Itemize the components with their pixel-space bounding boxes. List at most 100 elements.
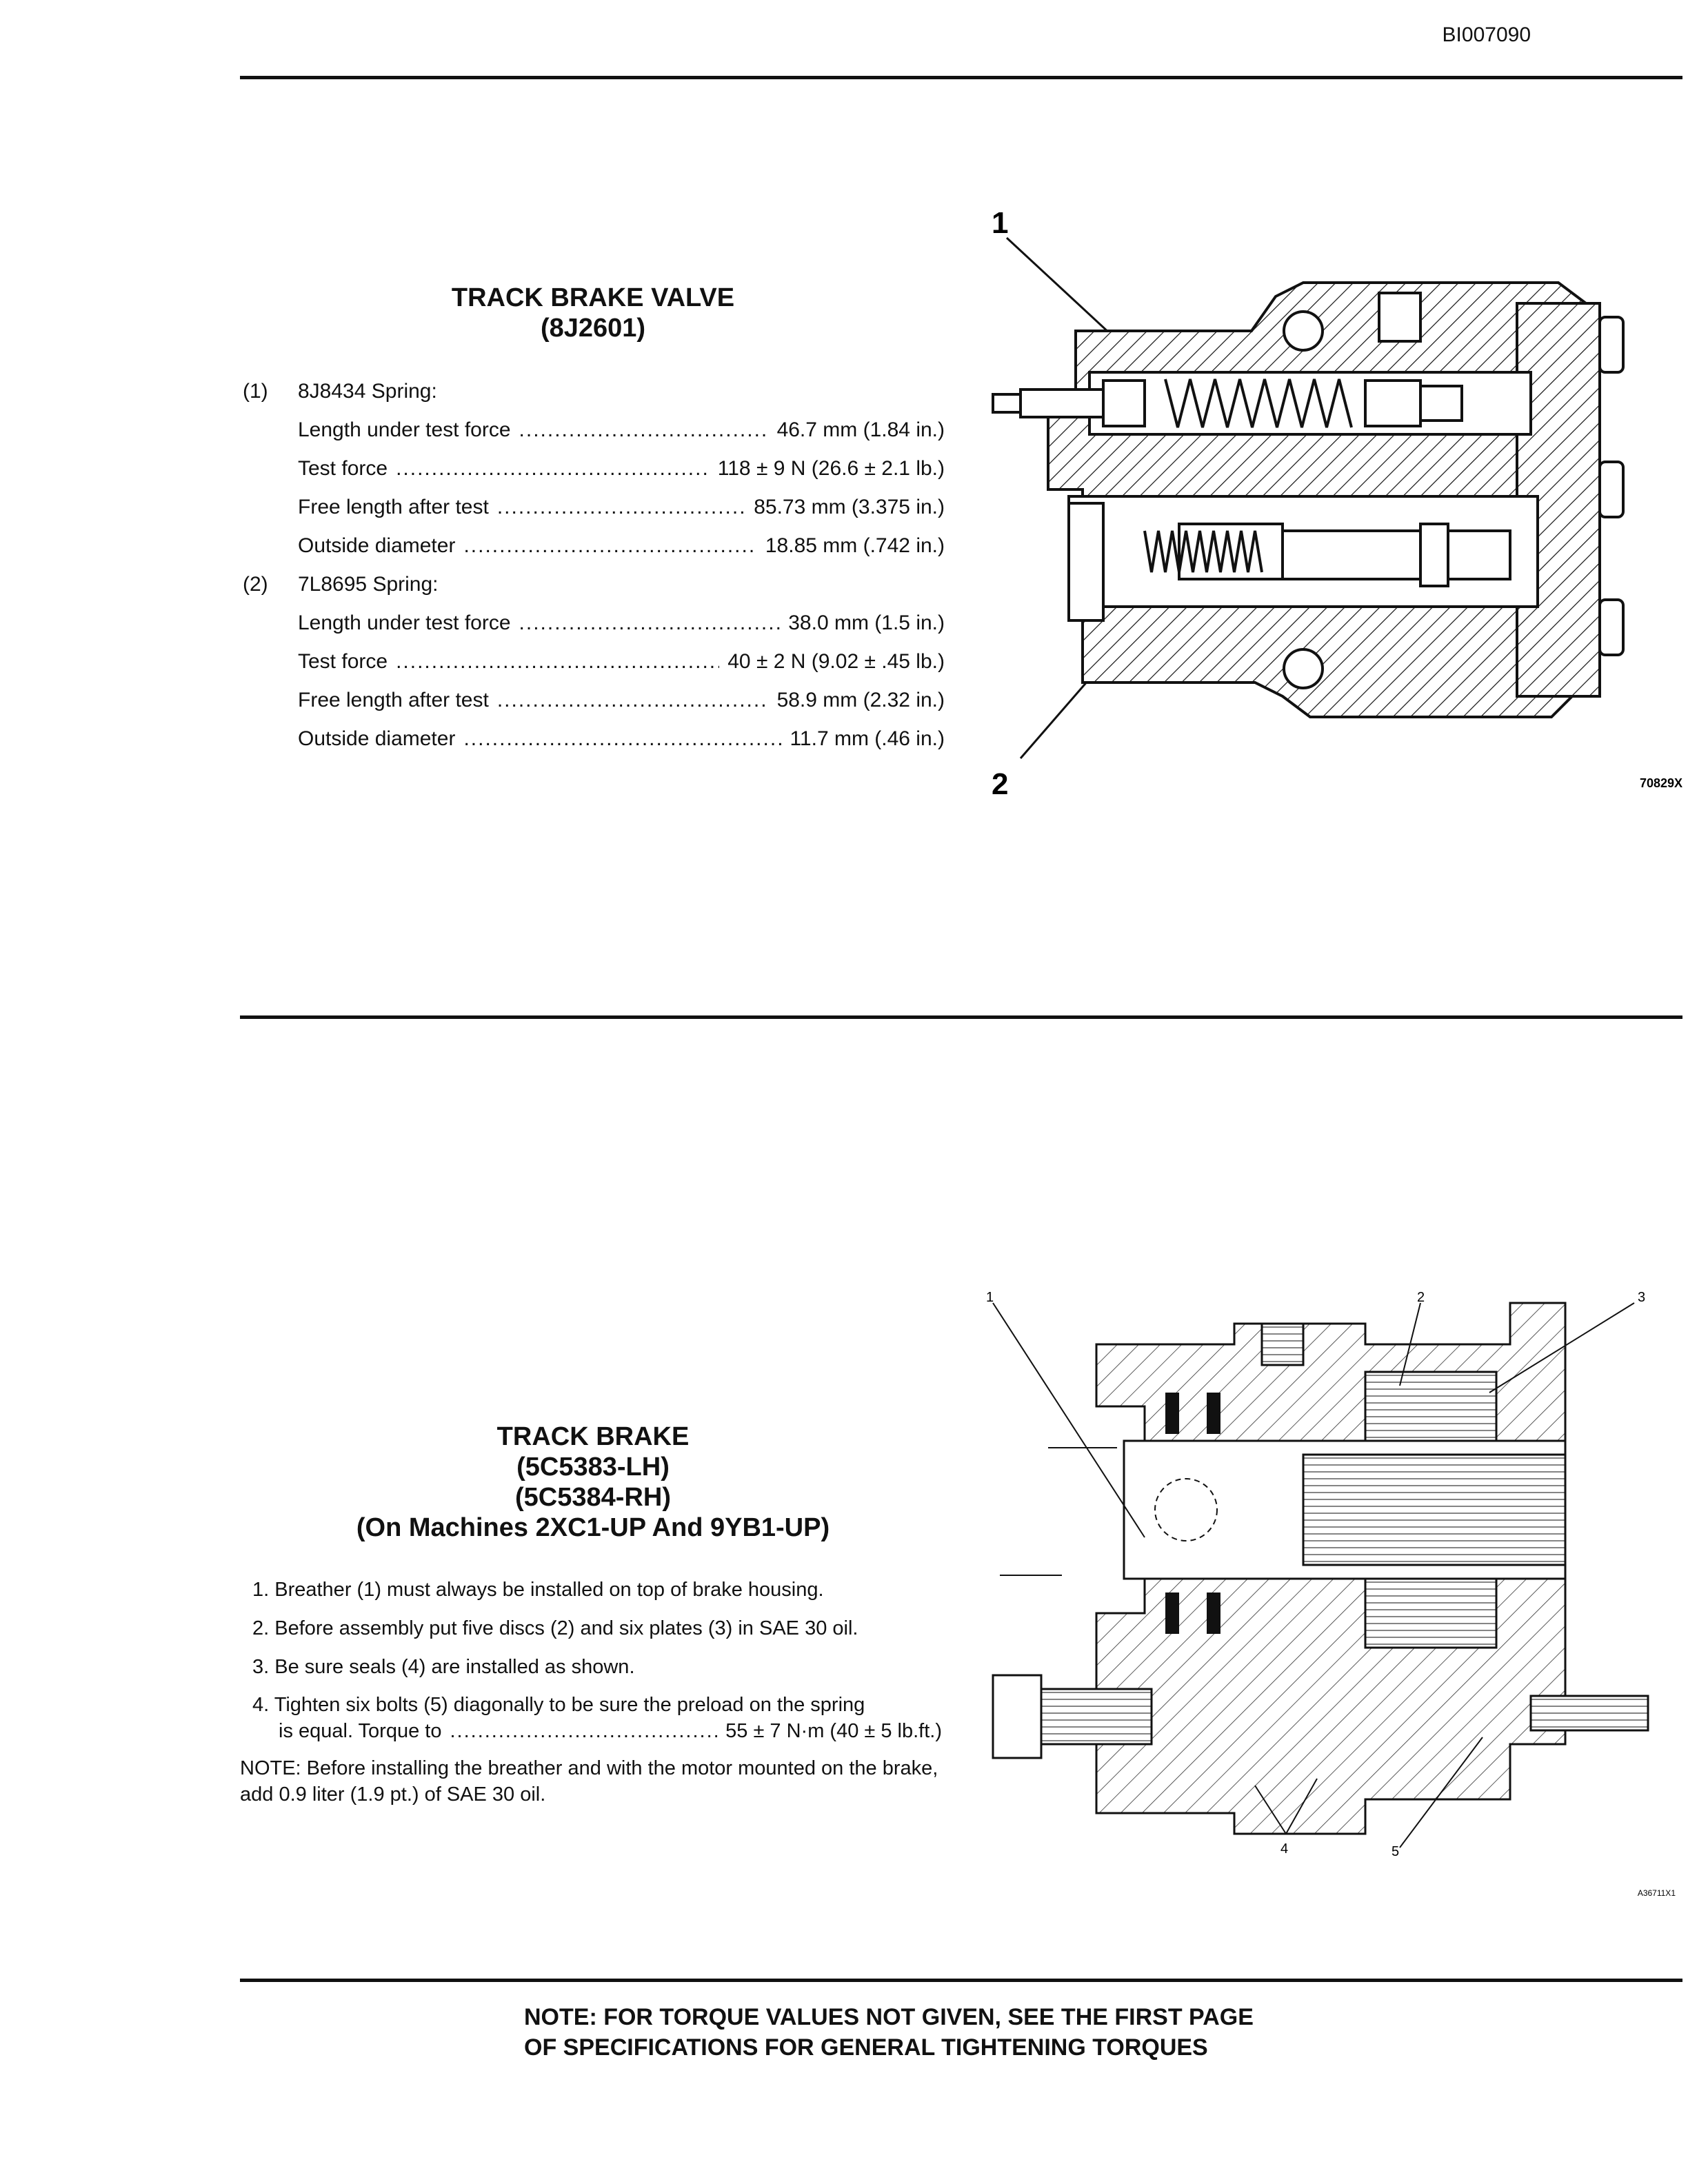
torque-value: 55 ± 7 N·m (40 ± 5 lb.ft.) bbox=[725, 1720, 942, 1742]
leader-dots bbox=[396, 643, 719, 681]
shaft-splines bbox=[1302, 1453, 1567, 1566]
spring-1-spec-row: Test force 118 ± 9 N (26.6 ± 2.1 lb.) bbox=[243, 449, 945, 488]
valve-section-title: TRACK BRAKE VALVE (8J2601) bbox=[386, 283, 800, 343]
spring-2-spec-row: Length under test force 38.0 mm (1.5 in.) bbox=[243, 604, 945, 643]
spring-1-number: (1) bbox=[243, 380, 268, 403]
callout-5-leader bbox=[1399, 1737, 1483, 1848]
spec-label: Test force bbox=[298, 650, 388, 673]
callout-4-leader bbox=[1285, 1778, 1318, 1834]
spring-2-spec-row: Free length after test 58.9 mm (2.32 in.) bbox=[243, 681, 945, 720]
brake-section-title: TRACK BRAKE (5C5383-LH) (5C5384-RH) (On … bbox=[303, 1422, 883, 1543]
cover-bolt bbox=[1598, 461, 1625, 518]
disc-pack-lower bbox=[1364, 1577, 1498, 1649]
spec-value: 46.7 mm (1.84 in.) bbox=[776, 418, 945, 441]
upper-bore bbox=[1088, 371, 1532, 436]
leader-dots bbox=[497, 488, 745, 527]
spec-value: 58.9 mm (2.32 in.) bbox=[776, 689, 945, 711]
spec-value: 11.7 mm (.46 in.) bbox=[790, 727, 945, 750]
valve-figure-id: 70829X bbox=[1640, 776, 1682, 790]
spring-1-spec-row: Length under test force 46.7 mm (1.84 in.… bbox=[243, 411, 945, 449]
top-divider bbox=[240, 76, 1682, 79]
valve-port bbox=[1283, 310, 1324, 352]
valve-title: TRACK BRAKE VALVE bbox=[451, 283, 735, 312]
spec-value: 38.0 mm (1.5 in.) bbox=[788, 611, 945, 634]
seal bbox=[1207, 1393, 1220, 1434]
seal bbox=[1165, 1593, 1179, 1634]
brake-callout-2: 2 bbox=[1417, 1290, 1425, 1305]
spring-1-heading: (1)8J8434 Spring: bbox=[243, 372, 945, 411]
spec-label: Length under test force bbox=[298, 418, 511, 441]
brake-callout-4: 4 bbox=[1280, 1841, 1288, 1857]
callout-3-leader bbox=[1489, 1302, 1635, 1393]
brake-callout-1: 1 bbox=[986, 1290, 994, 1305]
seal bbox=[1165, 1393, 1179, 1434]
callout-1-leader bbox=[992, 1302, 1145, 1538]
lower-spool bbox=[1281, 529, 1422, 580]
spring-2-name: 7L8695 Spring: bbox=[298, 573, 439, 596]
valve-port bbox=[1378, 292, 1422, 343]
spring-2-spec-row: Outside diameter 11.7 mm (.46 in.) bbox=[243, 720, 945, 758]
callout-4-leader bbox=[1254, 1785, 1287, 1834]
lower-cap bbox=[1067, 502, 1105, 622]
valve-spec-list: (1)8J8434 Spring: Length under test forc… bbox=[243, 372, 945, 758]
brake-figure-id: A36711X1 bbox=[1638, 1888, 1676, 1898]
spring-2-spec-row: Test force 40 ± 2 N (9.02 ± .45 lb.) bbox=[243, 643, 945, 681]
callout-2: 2 bbox=[992, 767, 1008, 801]
brake-step-torque: is equal. Torque to 55 ± 7 N·m (40 ± 5 lb… bbox=[252, 1718, 942, 1744]
spring-1-spec-row: Free length after test 85.73 mm (3.375 in… bbox=[243, 488, 945, 527]
valve-cutaway-figure: 1 2 70829X bbox=[992, 206, 1682, 801]
spec-label: Free length after test bbox=[298, 689, 489, 711]
brake-note: NOTE: Before installing the breather and… bbox=[240, 1757, 938, 1806]
spec-label: Outside diameter bbox=[298, 727, 456, 750]
brake-callout-5: 5 bbox=[1391, 1844, 1399, 1859]
lower-spool bbox=[1447, 529, 1511, 580]
callout-1: 1 bbox=[992, 206, 1008, 240]
plunger-head bbox=[1102, 379, 1146, 427]
breather bbox=[1260, 1322, 1305, 1366]
lower-spool bbox=[1419, 523, 1449, 587]
leader-dots bbox=[463, 720, 781, 758]
shaft-hidden-circle bbox=[1154, 1478, 1218, 1541]
seal bbox=[1207, 1593, 1220, 1634]
disc-pack-upper bbox=[1364, 1371, 1498, 1442]
torque-label: is equal. Torque to bbox=[279, 1720, 442, 1742]
leader-dots bbox=[519, 411, 769, 449]
section-divider bbox=[240, 1015, 1682, 1019]
leader-dots bbox=[519, 604, 781, 643]
brake-step: 3. Be sure seals (4) are installed as sh… bbox=[252, 1656, 635, 1678]
spec-label: Free length after test bbox=[298, 496, 489, 518]
cover-bolt bbox=[1598, 598, 1625, 656]
footer-note-line-2: OF SPECIFICATIONS FOR GENERAL TIGHTENING… bbox=[524, 2034, 1208, 2061]
brake-part-lh: (5C5383-LH) bbox=[516, 1453, 670, 1482]
spec-label: Test force bbox=[298, 457, 388, 480]
leader-dots bbox=[497, 681, 769, 720]
plunger-stem bbox=[1019, 388, 1105, 418]
spec-value: 85.73 mm (3.375 in.) bbox=[754, 496, 945, 518]
footer-note: NOTE: FOR TORQUE VALUES NOT GIVEN, SEE T… bbox=[524, 2002, 1489, 2063]
cover-bolt bbox=[1598, 316, 1625, 374]
brake-machines: (On Machines 2XC1-UP And 9YB1-UP) bbox=[356, 1513, 830, 1542]
brake-callout-3: 3 bbox=[1638, 1290, 1645, 1305]
leader-dots bbox=[463, 527, 756, 565]
brake-step: 4. Tighten six bolts (5) diagonally to b… bbox=[252, 1694, 865, 1716]
leader-dots bbox=[450, 1718, 717, 1744]
brake-step: 2. Before assembly put five discs (2) an… bbox=[252, 1617, 858, 1639]
spec-label: Outside diameter bbox=[298, 534, 456, 557]
brake-part-rh: (5C5384-RH) bbox=[515, 1483, 671, 1512]
brake-steps: 1. Breather (1) must always be installed… bbox=[252, 1570, 942, 1744]
spec-value: 40 ± 2 N (9.02 ± .45 lb.) bbox=[727, 650, 945, 673]
brake-title: TRACK BRAKE bbox=[496, 1422, 690, 1451]
spring-1-spec-row: Outside diameter 18.85 mm (.742 in.) bbox=[243, 527, 945, 565]
spec-value: 18.85 mm (.742 in.) bbox=[765, 534, 945, 557]
spring-2-heading: (2) 7L8695 Spring: bbox=[243, 565, 945, 604]
spring-2-number: (2) bbox=[243, 573, 268, 596]
valve-spool bbox=[1419, 385, 1463, 422]
spec-value: 118 ± 9 N (26.6 ± 2.1 lb.) bbox=[717, 457, 945, 480]
spec-label: Length under test force bbox=[298, 611, 511, 634]
mounting-bolt-head bbox=[992, 1674, 1043, 1759]
mounting-bolt bbox=[1040, 1688, 1153, 1746]
callout-2-leader bbox=[1399, 1302, 1421, 1386]
document-id: BI007090 bbox=[1442, 23, 1531, 46]
footer-divider bbox=[240, 1979, 1682, 1982]
bolt-5 bbox=[1529, 1695, 1649, 1732]
